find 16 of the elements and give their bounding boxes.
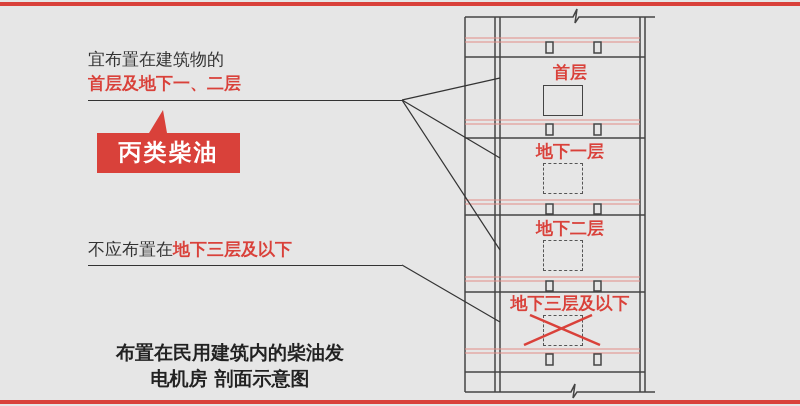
leader-line <box>402 100 500 250</box>
callout-text: 宜布置在建筑物的 首层及地下一、二层 <box>88 48 402 101</box>
callout-text: 不应布置在地下三层及以下 <box>88 238 402 266</box>
caption: 布置在民用建筑内的柴油发电机房 剖面示意图 <box>114 341 345 392</box>
node-label: 地下一层 <box>536 142 604 162</box>
floor-zone: 首层 <box>500 57 640 120</box>
node-label: 地下二层 <box>536 219 604 239</box>
leader-line <box>402 99 500 159</box>
leader-line <box>402 77 500 101</box>
node-label: 首层 <box>553 63 587 83</box>
floor-zone: 地下一层 <box>500 138 640 200</box>
floor-zone: 地下二层 <box>500 215 640 277</box>
node-label: 地下三层及以下 <box>510 294 630 314</box>
floor-zone: 地下三层及以下 <box>500 292 640 349</box>
callout-badge: 丙类柴油 <box>97 110 240 173</box>
leader-line <box>402 264 500 323</box>
